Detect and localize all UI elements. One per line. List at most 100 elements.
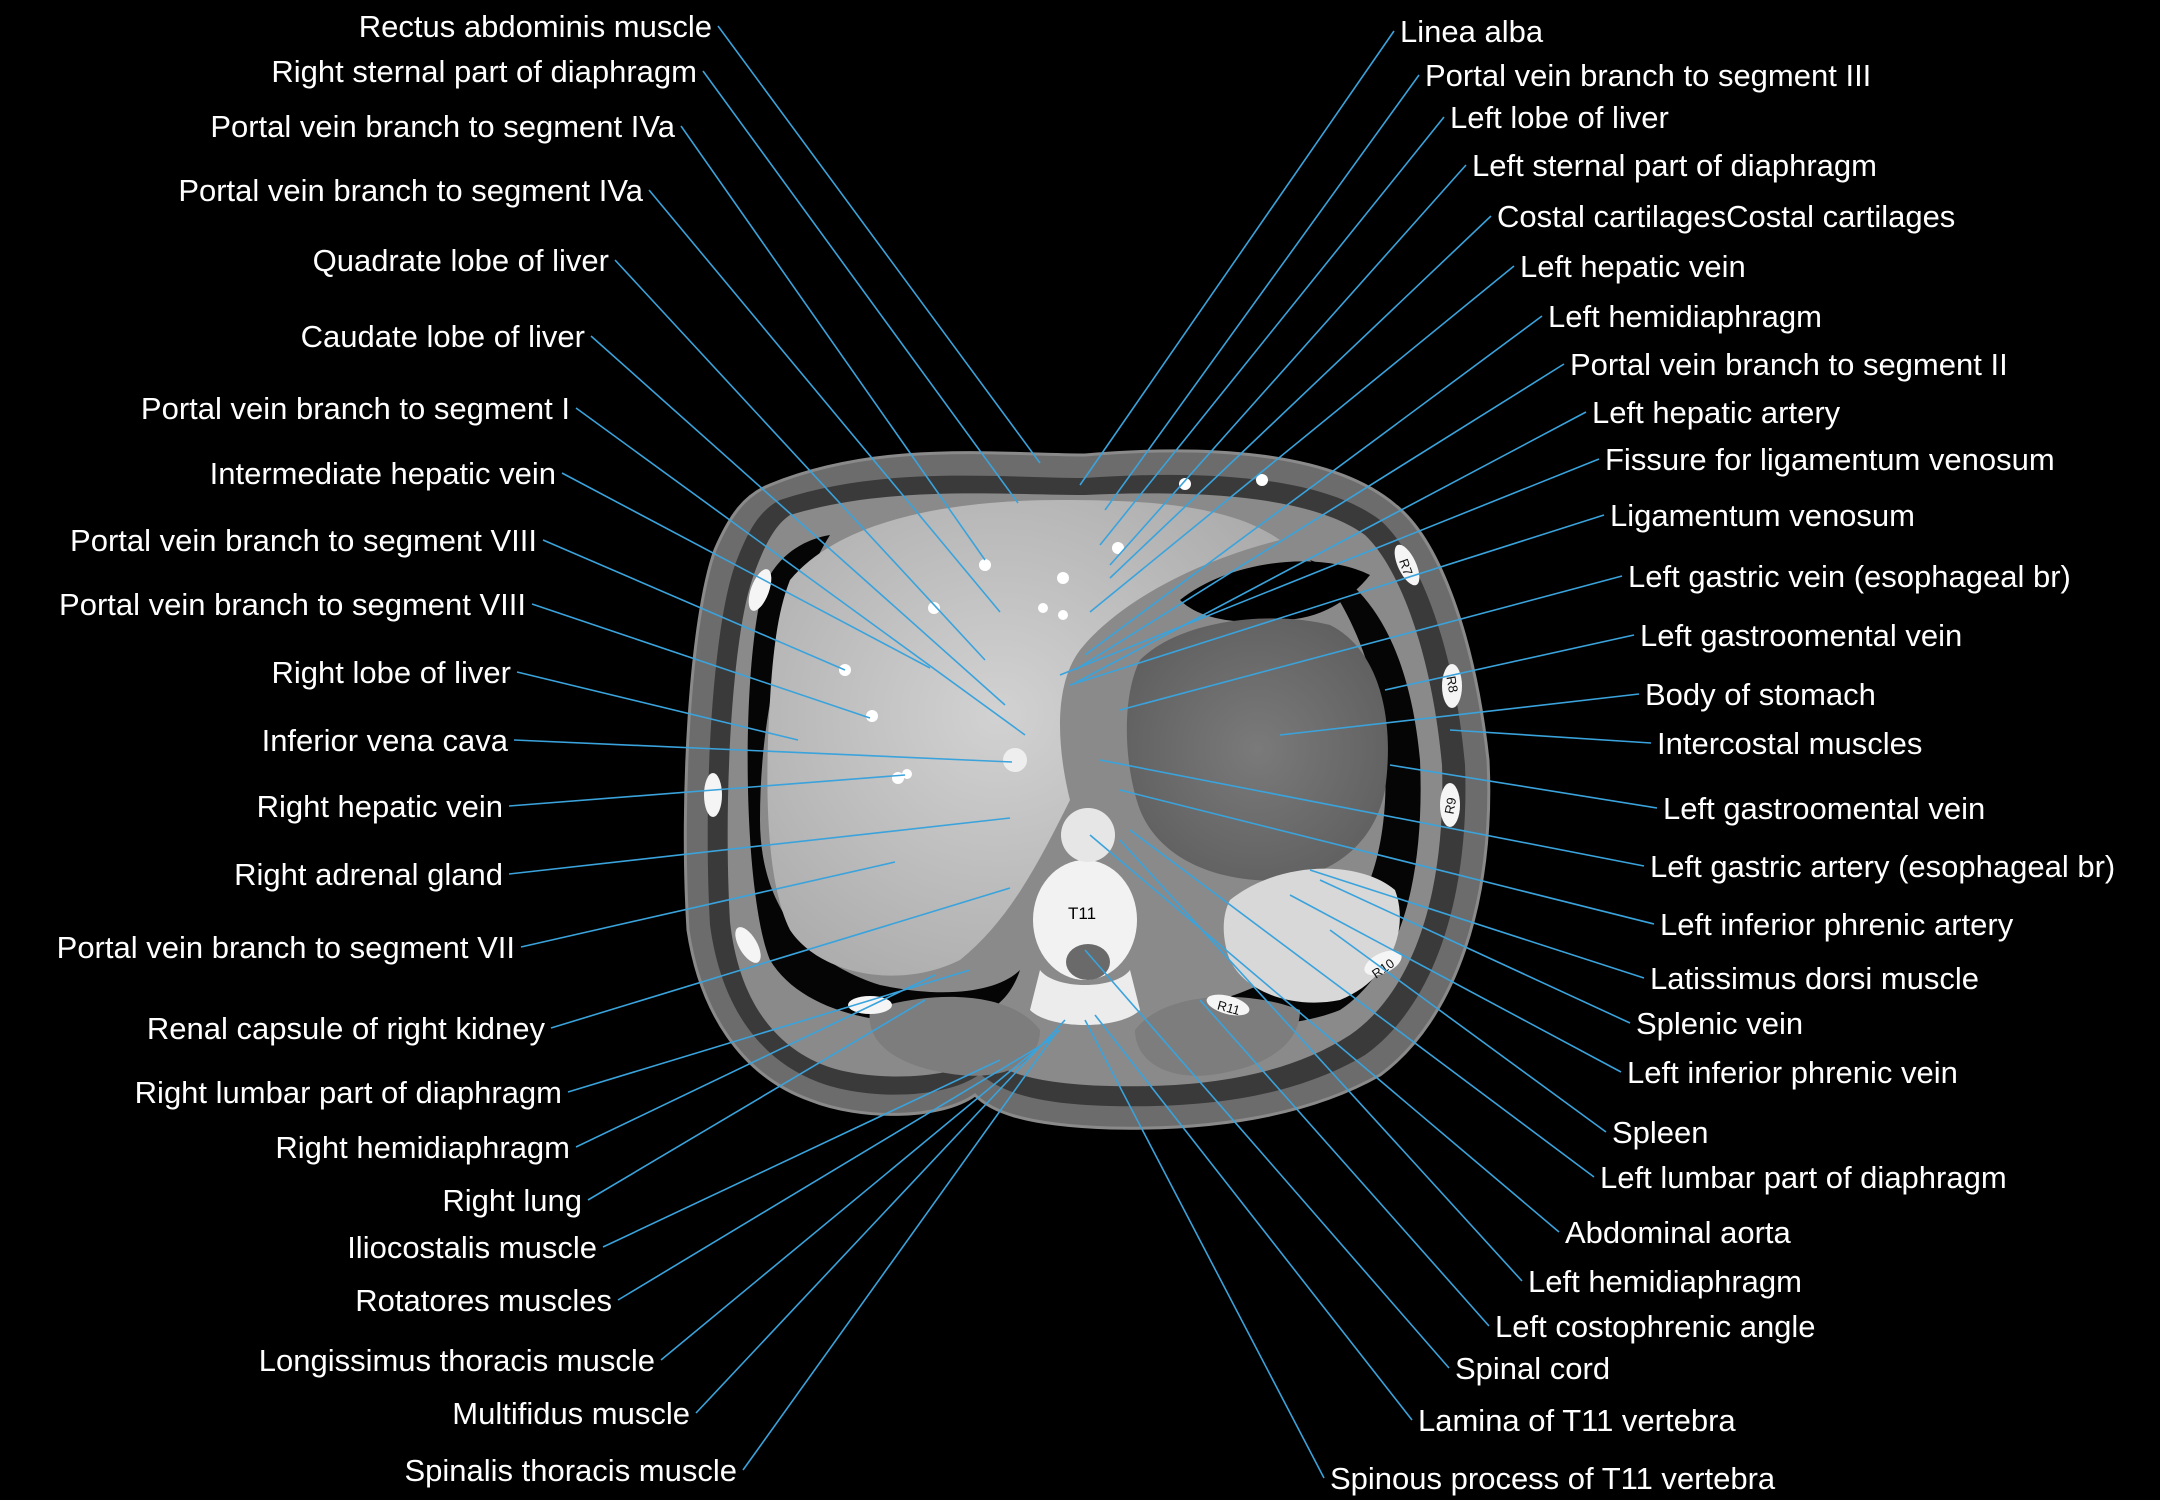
label-left-9: Portal vein branch to segment VIII [59,587,526,622]
rib-r11 [1206,994,1250,1016]
stomach-air [1180,561,1370,622]
rib-r9 [1440,783,1460,827]
label-right-9: Fissure for ligamentum venosum [1605,442,2055,477]
label-right-6: Left hemidiaphragm [1548,299,1822,334]
label-right-14: Intercostal muscles [1657,726,1922,761]
leader-line [695,1019,1066,1414]
leader-line [561,472,931,669]
leader-line [513,739,1013,763]
leader-line [742,1029,1059,1471]
ivc-shape [1003,748,1027,772]
stomach-shape [1126,618,1388,881]
leader-line [520,861,896,948]
leader-line [617,1039,1051,1301]
rib-r10 [1364,950,1402,976]
leader-line [614,259,986,661]
label-left-16: Right lumbar part of diaphragm [135,1075,562,1110]
label-left-12: Right hepatic vein [257,789,503,824]
label-right-8: Left hepatic artery [1592,395,1841,430]
vessel-11 [1058,610,1068,620]
aorta-shape [1061,808,1115,862]
leader-line [1074,363,1565,671]
vessel-2 [1057,572,1069,584]
label-right-28: Spinous process of T11 vertebra [1330,1461,1776,1496]
leader-line [1129,829,1595,1178]
leader-line [1119,575,1623,711]
spinal-canal [1066,944,1110,980]
label-right-0: Linea alba [1400,14,1544,49]
label-right-10: Ligamentum venosum [1610,498,1915,533]
label-right-18: Latissimus dorsi muscle [1650,961,1979,996]
leader-line [660,1029,1061,1361]
label-left-3: Portal vein branch to segment IVa [178,173,643,208]
leader-line [531,603,871,719]
leader-line [508,817,1011,875]
leader-line [1099,759,1645,867]
label-left-8: Portal vein branch to segment VIII [70,523,537,558]
leader-line [516,671,799,741]
label-left-18: Right lung [442,1183,582,1218]
leader-line [717,25,1041,464]
label-right-25: Left costophrenic angle [1495,1309,1816,1344]
right-back-muscles [869,996,1040,1076]
label-left-13: Right adrenal gland [234,857,503,892]
label-right-17: Left inferior phrenic artery [1660,907,2014,942]
leader-line [680,125,986,561]
label-left-7: Intermediate hepatic vein [210,456,556,491]
leader-line [550,887,1011,1029]
vessel-8 [928,602,940,614]
leader-line [1309,869,1645,979]
leader-line [1279,693,1640,736]
label-left-0: Rectus abdominis muscle [359,9,712,44]
label-left-5: Caudate lobe of liver [301,319,585,354]
label-left-20: Rotatores muscles [355,1283,612,1318]
vessel-6 [866,710,878,722]
label-left-2: Portal vein branch to segment IVa [210,109,675,144]
rib-r8 [1442,664,1462,708]
vessel-12 [1038,603,1048,613]
rib-label: R8 [1443,675,1461,694]
label-right-27: Lamina of T11 vertebra [1418,1403,1736,1438]
rib-right-2 [704,773,722,817]
vessel-3 [1112,542,1124,554]
vessel-10 [902,769,912,779]
liver-shape [767,500,1280,976]
label-right-7: Portal vein branch to segment II [1570,347,2008,382]
leader-line [1104,74,1420,511]
leader-line [702,70,1019,504]
leader-line [1384,634,1635,691]
leader-line [1084,949,1450,1369]
vessel-1 [979,559,991,571]
leader-line [508,774,906,807]
rib-right-3 [735,927,761,963]
leader-line [1084,315,1543,656]
label-right-11: Left gastric vein (esophageal br) [1628,559,2071,594]
leader-line [590,335,1006,706]
leader-line [1109,215,1492,579]
vertebral-arch [1030,970,1140,1025]
vessel-5 [1256,474,1268,486]
label-right-12: Left gastroomental vein [1640,618,1962,653]
rib-label: R7 [1396,557,1416,578]
label-left-6: Portal vein branch to segment I [141,391,570,426]
label-left-4: Quadrate lobe of liver [313,243,609,278]
leader-line [1074,411,1587,684]
leader-line [1079,30,1395,486]
leader-line [575,974,936,1148]
label-right-1: Portal vein branch to segment III [1425,58,1871,93]
leader-line [648,189,1001,613]
leader-line [1094,1014,1413,1421]
leader-line [602,1059,1001,1248]
label-right-4: Costal cartilagesCostal cartilages [1497,199,1955,234]
label-right-15: Left gastroomental vein [1663,791,1985,826]
label-right-2: Left lobe of liver [1450,100,1669,135]
leader-line [1069,514,1605,686]
leader-line [1319,879,1631,1024]
label-right-20: Left inferior phrenic vein [1627,1055,1958,1090]
leader-line [1084,1019,1325,1479]
leader-line [587,999,926,1201]
leader-line [1389,764,1658,809]
left-back-muscles [1135,996,1300,1076]
label-right-5: Left hepatic vein [1520,249,1746,284]
